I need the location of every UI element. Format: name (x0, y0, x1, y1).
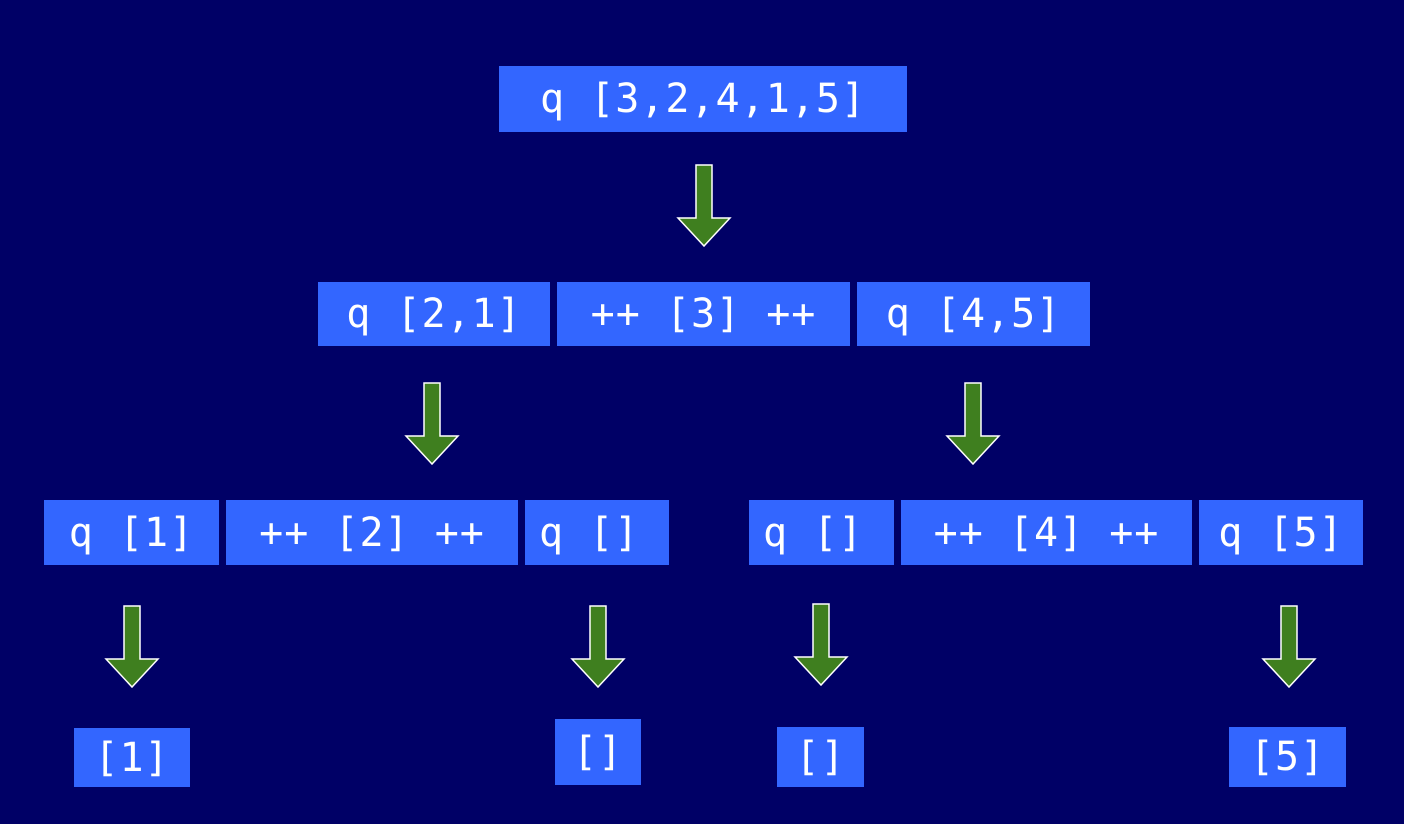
level2-right-pivot-concat: ++ [4] ++ (901, 500, 1192, 565)
result-box: [1] (74, 728, 190, 787)
result-box: [] (555, 719, 641, 785)
root-call: q [3,2,4,1,5] (499, 66, 907, 132)
level2-left-pivot-concat: ++ [2] ++ (226, 500, 518, 565)
down-arrow-icon (945, 382, 1001, 466)
down-arrow-icon (793, 603, 849, 687)
down-arrow-icon (1261, 605, 1317, 689)
level1-left-call: q [2,1] (318, 282, 550, 346)
level2-left-right-call: q [] (525, 500, 669, 565)
level1-right-call: q [4,5] (857, 282, 1090, 346)
down-arrow-icon (570, 605, 626, 689)
level2-right-right-call: q [5] (1199, 500, 1363, 565)
down-arrow-icon (104, 605, 160, 689)
level2-left-left-call: q [1] (44, 500, 219, 565)
level1-pivot-concat: ++ [3] ++ (557, 282, 850, 346)
down-arrow-icon (676, 164, 732, 248)
down-arrow-icon (404, 382, 460, 466)
result-box: [5] (1229, 727, 1346, 787)
result-box: [] (777, 727, 864, 787)
level2-right-left-call: q [] (749, 500, 894, 565)
